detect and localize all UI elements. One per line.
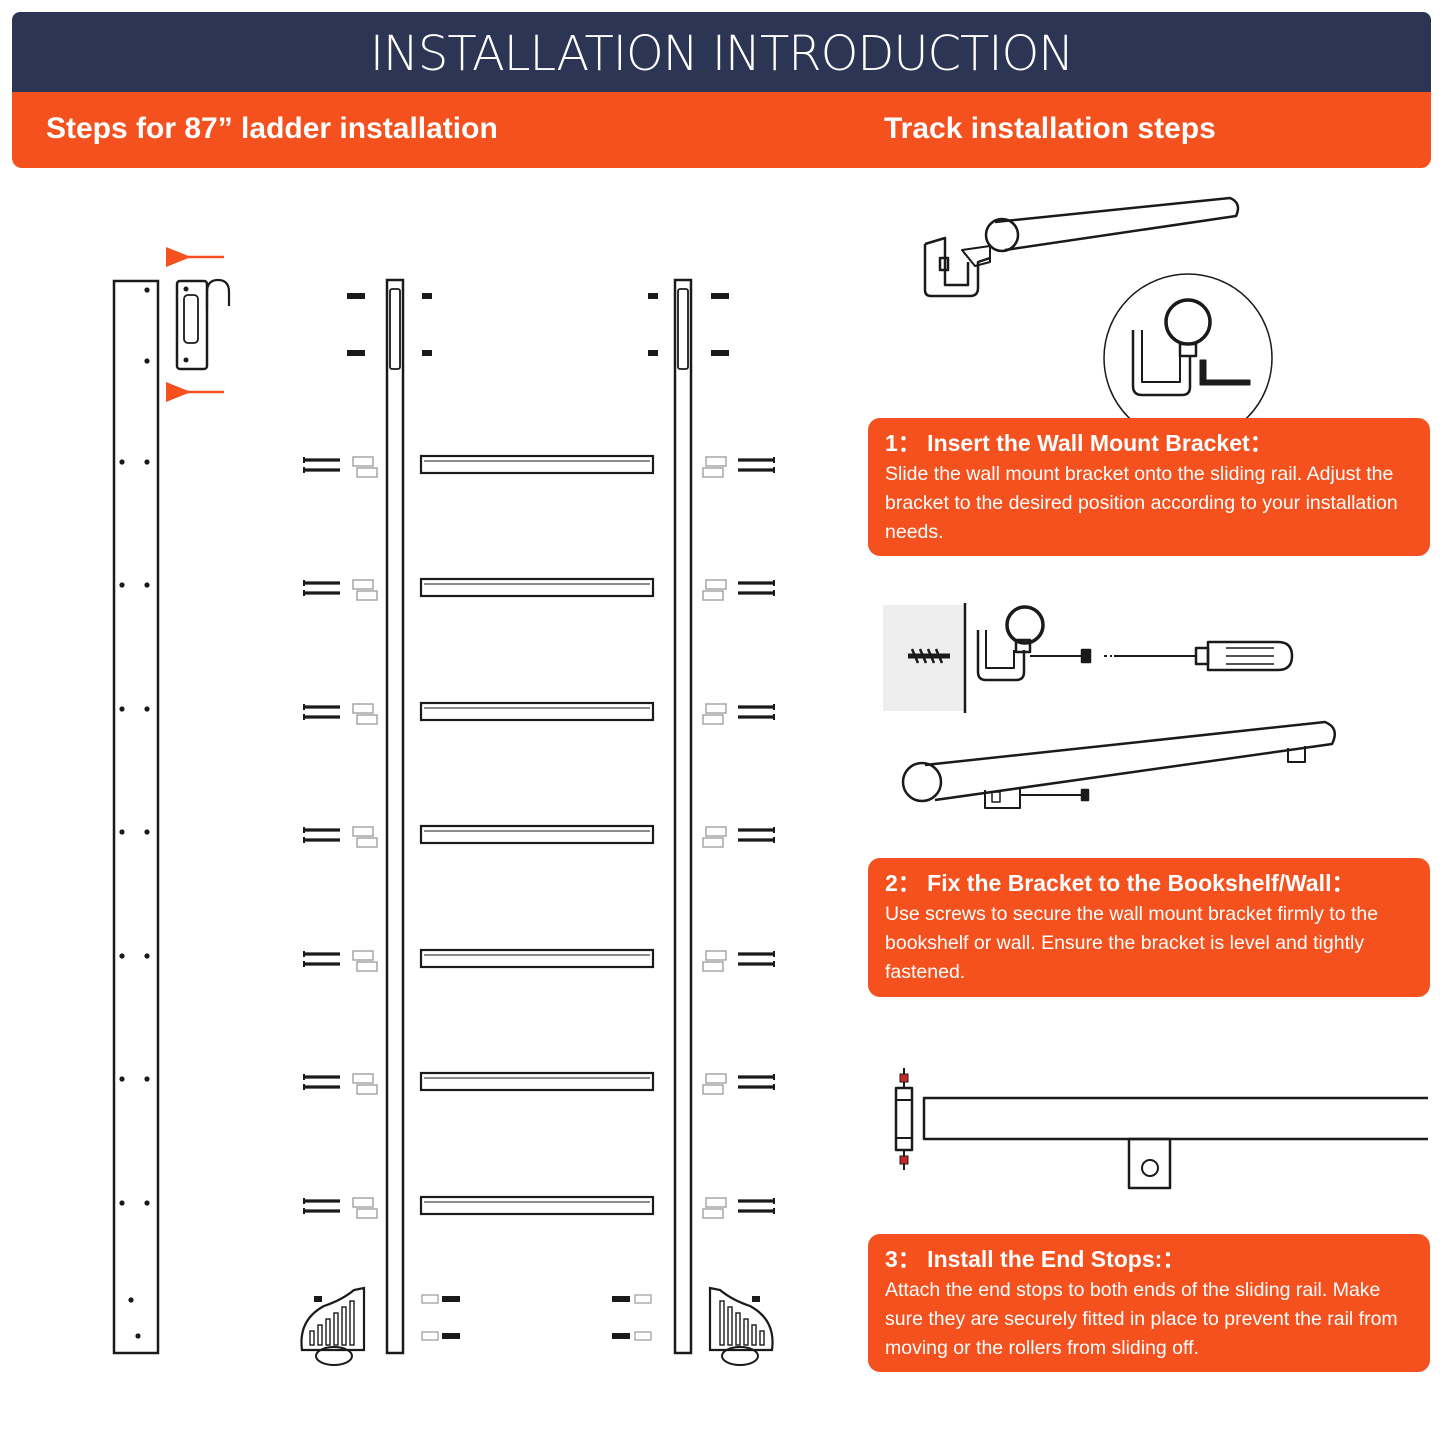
dowel-icon (421, 1294, 439, 1304)
dowel-icon (352, 579, 374, 590)
dowel-icon (356, 1084, 378, 1095)
dowel-icon (356, 467, 378, 478)
screw-icon (422, 350, 432, 356)
rung (419, 454, 655, 475)
bracket-icon (1103, 273, 1273, 443)
roller-wheel-icon (708, 1286, 774, 1366)
straight-rail (922, 1096, 1428, 1190)
dowel-icon (352, 1197, 374, 1208)
screw-icon (612, 1333, 630, 1339)
step-3-title: 3： Install the End Stops:： (885, 1246, 1186, 1272)
step-1-body: Slide the wall mount bracket onto the sl… (885, 463, 1398, 543)
step-3-body: Attach the end stops to both ends of the… (885, 1279, 1398, 1359)
arrow-left-icon (166, 247, 224, 402)
dowel-icon (352, 703, 374, 714)
step-2-body: Use screws to secure the wall mount brac… (885, 903, 1379, 983)
rung (419, 701, 655, 722)
ladder-diagram (112, 247, 775, 1366)
roller-wheel-icon (300, 1286, 366, 1366)
dowel-icon (352, 456, 374, 467)
track-section-title: Track installation steps (884, 112, 1216, 145)
side-rail-middle (385, 278, 405, 1355)
dowel-icon (634, 1331, 652, 1341)
end-stop-icon (894, 1068, 914, 1170)
section-bar: Steps for 87” ladder installation Track … (12, 92, 1431, 168)
rung (419, 1195, 655, 1216)
rung (419, 948, 655, 969)
rung (419, 1071, 655, 1092)
dowel-icon (352, 950, 374, 961)
dowel-icon (702, 961, 724, 972)
screw-icon (612, 1296, 630, 1302)
dowel-icon (705, 826, 727, 837)
dowel-icon (705, 579, 727, 590)
dowel-icon (356, 714, 378, 725)
bracket-icon (976, 605, 1045, 682)
step-3-card: 3： Install the End Stops:： Attach the en… (868, 1234, 1430, 1372)
step-2-card: 2： Fix the Bracket to the Bookshelf/Wall… (868, 858, 1430, 997)
screw-icon (422, 293, 432, 299)
dowel-icon (702, 837, 724, 848)
dowel-icon (352, 1073, 374, 1084)
page-title: INSTALLATION INTRODUCTION (369, 26, 1074, 82)
step-2-title: 2： Fix the Bracket to the Bookshelf/Wall… (885, 870, 1355, 896)
screw-icon (648, 293, 658, 299)
header-banner: INSTALLATION INTRODUCTION (12, 12, 1431, 92)
step-1-title: 1： Insert the Wall Mount Bracket： (885, 430, 1273, 456)
step-1-card: 1： Insert the Wall Mount Bracket： Slide … (868, 418, 1430, 556)
side-rail-right (673, 278, 693, 1355)
dowel-icon (702, 467, 724, 478)
screw-icon (648, 350, 658, 356)
dowel-icon (705, 456, 727, 467)
dowel-icon (702, 714, 724, 725)
dowel-icon (356, 1208, 378, 1219)
dowel-icon (705, 1073, 727, 1084)
screw-icon (442, 1296, 460, 1302)
dowel-icon (356, 837, 378, 848)
dowel-icon (356, 590, 378, 601)
dowel-icon (356, 961, 378, 972)
dowel-icon (702, 1084, 724, 1095)
dowel-icon (702, 1208, 724, 1219)
dowel-icon (352, 826, 374, 837)
hook-icon (175, 278, 231, 371)
rung (419, 824, 655, 845)
rung (419, 577, 655, 598)
dowel-icon (705, 703, 727, 714)
ladder-section-title: Steps for 87” ladder installation (46, 112, 498, 145)
dowel-icon (705, 950, 727, 961)
dowel-icon (705, 1197, 727, 1208)
dowel-icon (702, 590, 724, 601)
dowel-icon (421, 1331, 439, 1341)
screw-icon (1030, 648, 1112, 664)
side-rail-left (112, 279, 160, 1355)
dowel-icon (634, 1294, 652, 1304)
screw-icon (347, 293, 365, 299)
screw-icon (711, 293, 729, 299)
screwdriver-icon (1114, 640, 1294, 672)
screw-icon (442, 1333, 460, 1339)
screw-icon (347, 350, 365, 356)
screw-icon (711, 350, 729, 356)
rail-with-bracket-middle (901, 720, 1337, 809)
wall-anchor-icon (883, 603, 967, 713)
rail-with-bracket-top (923, 196, 1240, 298)
